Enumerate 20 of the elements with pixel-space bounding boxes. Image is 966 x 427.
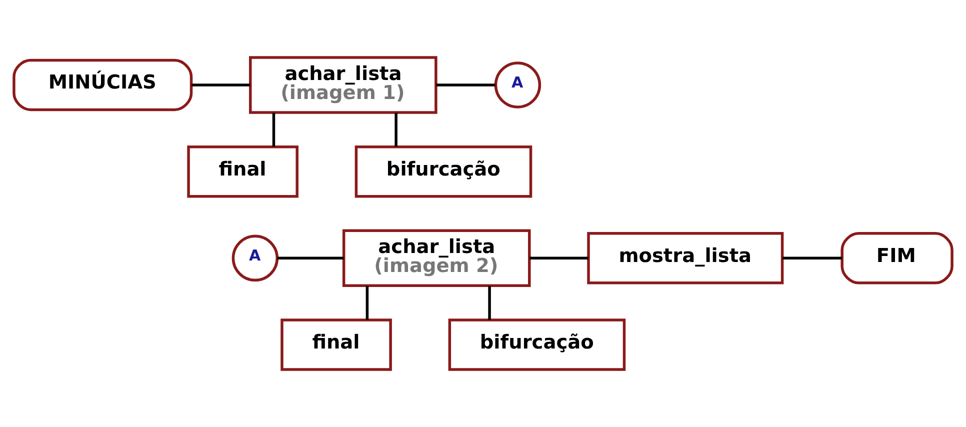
node-box: final [187,145,298,198]
connector [272,112,276,147]
connector [192,84,250,86]
node-box: MINÚCIAS [12,58,193,112]
connector [436,84,496,86]
node-box: bifurcação [354,145,532,198]
node-box: achar_lista (imagem 2) [342,229,531,288]
node-box: achar_lista (imagem 1) [249,56,438,114]
connector [366,286,369,320]
connector [488,286,491,320]
node-box: mostra_lista [587,232,784,284]
node-circle: A [232,234,279,282]
node-box: FIM [840,232,954,284]
connector [277,256,344,260]
node-box: final [280,318,392,371]
node-circle: A [494,62,542,108]
connector [394,112,398,147]
node-box: bifurcação [448,318,626,371]
connector [782,256,842,260]
connector [530,256,588,260]
